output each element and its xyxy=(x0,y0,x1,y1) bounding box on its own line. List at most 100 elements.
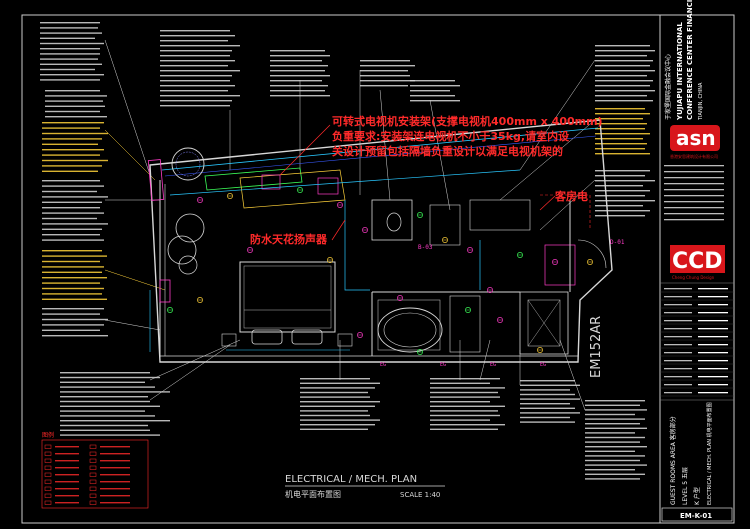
note-line xyxy=(42,277,107,279)
legend-label xyxy=(55,495,79,497)
note-line xyxy=(160,70,240,72)
title-block: 于家堡国际金融会议中心 YUJIAPU INTERNATIONAL CONFER… xyxy=(660,0,734,522)
note-line xyxy=(595,55,647,57)
asn-logo: asn xyxy=(676,126,716,150)
note-line xyxy=(520,407,575,409)
legend: 图例 xyxy=(41,431,149,509)
tb-note-line xyxy=(664,183,724,185)
right-note-column xyxy=(595,45,655,217)
legend-label xyxy=(100,453,130,455)
project-location: TIANJIN, CHINA xyxy=(698,82,704,121)
note-line xyxy=(42,190,97,193)
drawing-scale: SCALE 1:40 xyxy=(400,491,440,499)
project-name-en-1: YUJIAPU INTERNATIONAL xyxy=(676,22,684,121)
legend-symbol xyxy=(44,472,52,477)
note-line xyxy=(60,396,148,398)
bathtub xyxy=(377,307,443,353)
tb-row-label xyxy=(664,392,692,394)
vanity xyxy=(449,295,481,353)
note-line xyxy=(270,85,328,87)
device-symbol xyxy=(417,212,423,218)
note-line xyxy=(360,60,410,62)
legend-label xyxy=(100,502,130,504)
sheet-title-label: ELECTRICAL / MECH. PLAN 机电平面布置图 xyxy=(706,402,713,505)
legend-symbol xyxy=(44,500,52,505)
leader-line xyxy=(479,339,491,381)
note-line xyxy=(270,80,322,82)
leader-line xyxy=(429,99,451,211)
note-line xyxy=(595,185,643,187)
note-line xyxy=(42,122,104,124)
note-line xyxy=(45,90,100,92)
note-line xyxy=(60,415,155,417)
bed-mattress xyxy=(243,265,332,329)
legend-title: 图例 xyxy=(42,431,54,439)
tb-row-label xyxy=(664,304,692,306)
note-line xyxy=(160,105,230,107)
tv-mount-note-line2: 负重要求:安装架连电视机不小于35kg,请室内设 xyxy=(332,129,570,143)
note-line xyxy=(42,159,108,162)
note-line xyxy=(520,380,575,382)
note-line xyxy=(300,410,368,412)
note-line xyxy=(410,95,455,97)
note-line xyxy=(520,421,575,423)
sheet-no-box xyxy=(661,507,733,522)
legend-symbol xyxy=(44,465,52,470)
legend-symbol xyxy=(89,500,97,505)
note-line xyxy=(595,170,650,172)
tb-row-value xyxy=(698,304,728,306)
legend-symbol xyxy=(44,444,52,449)
leader-lines xyxy=(104,39,596,411)
planter-circle xyxy=(171,147,205,181)
drawing-title: ELECTRICAL / MECH. PLAN xyxy=(285,474,417,485)
type-label: K 户型 xyxy=(693,487,701,505)
note-line xyxy=(42,255,107,257)
legend-symbol xyxy=(89,451,97,456)
tb-note-line xyxy=(664,219,724,221)
note-line xyxy=(60,424,148,427)
note-line xyxy=(40,48,100,50)
device-symbol xyxy=(537,347,543,353)
toilet xyxy=(386,212,402,232)
entry-door-swing xyxy=(577,239,607,269)
legend-symbol xyxy=(89,465,97,470)
note-line xyxy=(42,127,100,129)
legend-label xyxy=(100,481,130,483)
note-line xyxy=(595,85,650,87)
note-line xyxy=(430,405,505,407)
legend-label xyxy=(100,488,130,490)
note-line xyxy=(160,75,232,77)
note-line xyxy=(595,70,655,72)
note-line xyxy=(42,138,102,140)
speaker-note-leader xyxy=(331,219,346,241)
ceiling-speaker-note: 防水天花扬声器 xyxy=(250,232,328,246)
note-line xyxy=(40,53,100,55)
note-line xyxy=(585,423,640,425)
note-line xyxy=(45,100,103,102)
note-line xyxy=(60,405,160,407)
note-line xyxy=(520,412,580,414)
note-line xyxy=(270,55,330,57)
note-line xyxy=(160,100,232,102)
lounge-chair-2 xyxy=(167,235,197,265)
note-line xyxy=(585,469,635,471)
note-line xyxy=(360,65,415,67)
tb-row-label xyxy=(664,376,692,378)
tv-note-leader xyxy=(279,124,331,176)
closet xyxy=(429,204,461,246)
note-line xyxy=(45,110,100,113)
tag-b03: B-03 xyxy=(418,244,433,251)
note-line xyxy=(40,22,100,24)
outer-wall xyxy=(149,119,613,363)
legend-symbol xyxy=(44,486,52,491)
note-line xyxy=(300,405,375,407)
note-line xyxy=(360,70,408,72)
legend-label xyxy=(55,453,79,455)
tb-row-value xyxy=(698,344,728,346)
note-line xyxy=(595,210,650,212)
facade-line-inner xyxy=(164,135,597,177)
note-line xyxy=(585,441,640,443)
device-symbol xyxy=(465,307,471,313)
ccd-logo: CCD xyxy=(672,249,723,274)
